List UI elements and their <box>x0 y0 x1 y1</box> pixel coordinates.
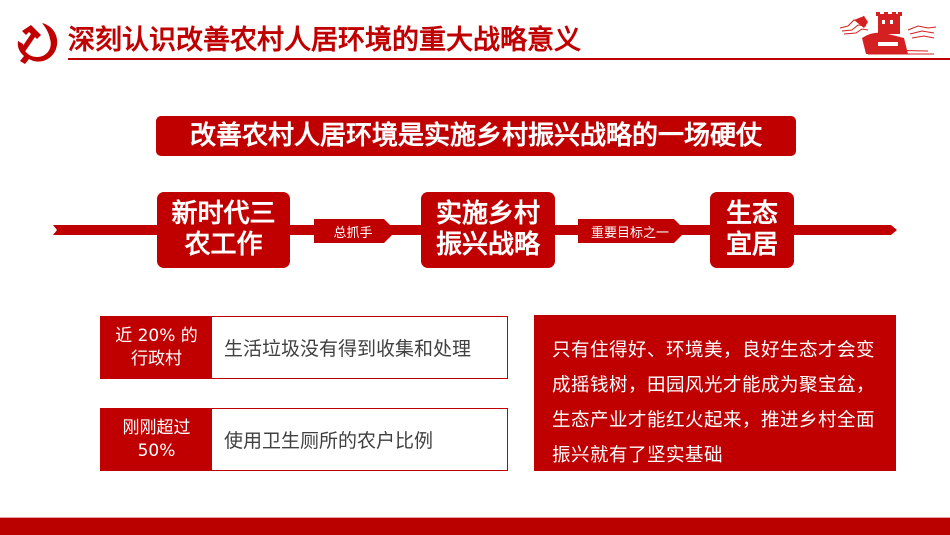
flow-node-line: 宜居 <box>725 230 778 260</box>
stat-key-line: 行政村 <box>131 348 182 369</box>
flow-node-rural-work: 新时代三 农工作 <box>157 192 290 268</box>
page-title: 深刻认识改善农村人居环境的重大战略意义 <box>68 25 581 56</box>
connector-tag-key-goal: 重要目标之一 <box>578 219 682 243</box>
header-divider <box>68 58 950 60</box>
stat-key: 近 20% 的 行政村 <box>101 317 212 378</box>
flow-node-line: 生态 <box>725 199 778 229</box>
stat-value: 使用卫生厕所的农户比例 <box>224 430 434 452</box>
flow-node-rural-revitalization: 实施乡村 振兴战略 <box>421 192 555 268</box>
footer-bar <box>0 517 950 535</box>
stat-key: 刚刚超过 50% <box>101 409 212 470</box>
connector-label: 总抓手 <box>333 225 373 241</box>
hammer-sickle-icon <box>17 23 58 64</box>
stat-key-line: 50% <box>137 440 176 461</box>
headline-banner: 改善农村人居环境是实施乡村振兴战略的一场硬仗 <box>156 116 796 156</box>
stat-value: 生活垃圾没有得到收集和处理 <box>224 338 472 360</box>
connector-tag-general-lever: 总抓手 <box>314 219 392 243</box>
tag-shape-icon <box>578 219 682 243</box>
tag-shape-icon <box>314 219 392 243</box>
flow-node-line: 新时代三 <box>171 199 276 229</box>
great-wall-illustration <box>839 12 937 55</box>
stat-row-toilet: 刚刚超过 50% 使用卫生厕所的农户比例 <box>100 408 508 471</box>
stat-row-garbage: 近 20% 的 行政村 生活垃圾没有得到收集和处理 <box>100 316 508 379</box>
connector-label: 重要目标之一 <box>590 225 669 241</box>
flow-node-ecological-livable: 生态 宜居 <box>710 192 794 268</box>
flow-node-line: 农工作 <box>184 230 263 260</box>
stat-key-line: 刚刚超过 <box>122 417 191 438</box>
quote-box: 只有住得好、环境美，良好生态才会变成摇钱树，田园风光才能成为聚宝盆，生态产业才能… <box>534 315 896 471</box>
flow-node-line: 振兴战略 <box>435 230 540 260</box>
flow-node-line: 实施乡村 <box>435 199 540 229</box>
stat-key-line: 近 20% 的 <box>115 325 198 346</box>
